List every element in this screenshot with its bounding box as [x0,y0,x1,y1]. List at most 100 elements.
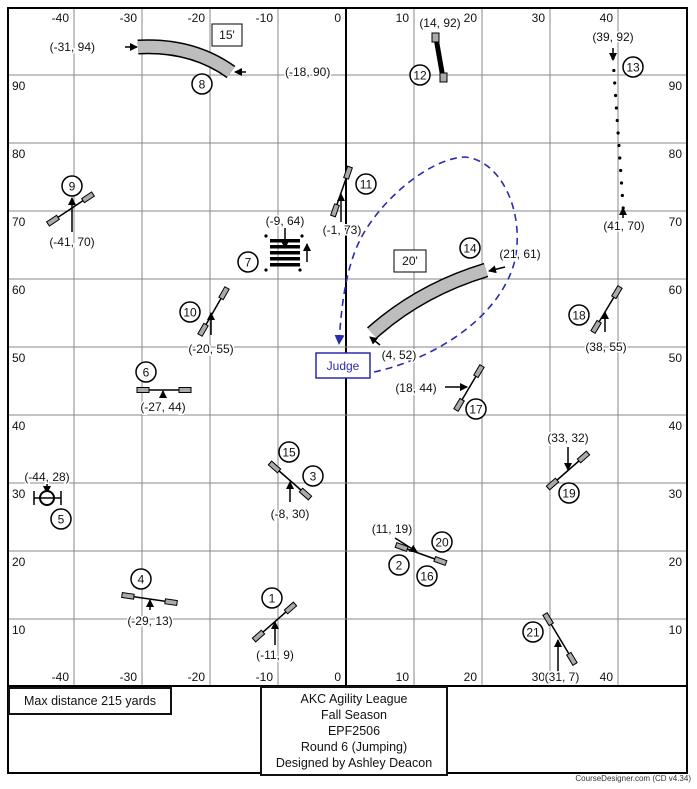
direction-arrow-icon [394,537,418,553]
y-tick-label: 90 [669,79,683,93]
weave-pole [614,106,619,110]
obstacle-number-16: 16 [416,565,438,587]
weave-pole [620,193,624,198]
number-label: 9 [69,180,76,194]
title-line: Fall Season [320,708,387,722]
obstacle-number-12: 12 [409,64,431,86]
obstacle-number-5: 5 [50,508,72,530]
x-tick-label: 0 [334,11,341,25]
coordinate-label: (-41, 70) [49,235,94,249]
teeter-end [431,32,440,43]
jump-wing [473,364,485,379]
coordinate-label: (-27, 44) [140,400,185,414]
number-label: 13 [626,61,640,75]
jump-obstacle [590,285,623,334]
number-label: 21 [526,626,540,640]
x-tick-label: 10 [396,670,410,684]
jump-wing [164,598,178,607]
weave-pole [612,68,616,73]
coordinate-label: (41, 70) [603,219,644,233]
y-tick-label: 50 [669,351,683,365]
jump-wing [453,397,465,412]
x-tick-label: 40 [600,11,614,25]
jump-wing [136,387,150,393]
jump-wing [545,477,560,491]
number-circle [135,361,157,383]
coordinate-label: (-29, 13) [127,614,172,628]
broad-jump-corner [300,234,304,238]
broad-jump-board [270,239,300,243]
broad-jump-board [270,245,300,249]
judge-path [334,156,518,373]
coordinate-label: (-8, 30) [271,507,310,521]
obstacle-number-10: 10 [179,301,201,323]
y-tick-label: 40 [12,419,26,433]
number-label: 2 [396,559,403,573]
coordinate-label: (38, 55) [585,340,626,354]
jump-wing [433,555,448,566]
number-circle [416,565,438,587]
weave-pole [616,131,620,135]
x-tick-label: 40 [600,670,614,684]
obstacle-number-6: 6 [135,361,157,383]
obstacle-number-9: 9 [61,175,83,197]
obstacle-number-3: 3 [302,465,324,487]
broad-jump-corner [264,234,268,238]
jump-wing [590,319,603,334]
broad-jump-board [270,263,300,267]
obstacle-number-1: 1 [261,587,283,609]
number-label: 19 [562,487,576,501]
x-tick-label: 0 [334,670,341,684]
title-line: Designed by Ashley Deacon [275,756,433,770]
number-label: 20 [435,536,449,550]
x-tick-label: -40 [52,11,70,25]
obstacle-number-11: 11 [355,173,377,195]
x-tick-label: 20 [464,670,478,684]
title-line: AKC Agility League [300,692,408,706]
jump-obstacle [394,542,448,566]
tunnel-length-box [211,23,243,47]
jump-wing [542,612,555,627]
number-circle [465,398,487,420]
number-circle [61,175,83,197]
coordinate-label: (18, 44) [395,381,436,395]
jump-obstacle [136,387,192,393]
coordinate-label: (14, 92) [419,16,460,30]
y-tick-label: 60 [669,283,683,297]
tunnel-length-box [393,249,427,273]
coordinate-label: (-11, 9) [256,648,294,662]
broad-jump-corner [264,268,268,272]
number-label: 8 [199,78,206,92]
broad-jump-corner [298,268,302,272]
number-circle [431,531,453,553]
direction-arrow-icon [369,336,381,346]
number-label: 4 [138,573,145,587]
jump-wing [576,450,591,464]
jump-obstacle [542,612,578,666]
number-label: 3 [310,470,317,484]
y-tick-label: 20 [669,555,683,569]
number-circle [388,554,410,576]
y-tick-label: 70 [12,215,26,229]
x-tick-label: -30 [120,670,138,684]
number-label: 12 [413,69,427,83]
weave-pole [621,206,625,210]
jump-wing [330,203,340,218]
judge-label: Judge [327,359,360,373]
y-tick-label: 30 [669,487,683,501]
number-label: 6 [143,366,150,380]
y-tick-label: 50 [12,351,26,365]
coordinate-label: (-20, 55) [188,342,233,356]
number-label: 11 [360,178,373,192]
obstacle-number-4: 4 [130,568,152,590]
y-tick-label: 20 [12,555,26,569]
weave-pole [615,118,619,123]
teeter-end [439,72,448,83]
obstacle-number-14: 14 [459,237,481,259]
broad-jump-board [270,251,300,255]
max-distance-box: Max distance 215 yards [8,687,172,715]
title-line: Round 6 (Jumping) [300,740,408,754]
obstacle-number-7: 7 [237,251,259,273]
jump-wing [251,629,266,643]
